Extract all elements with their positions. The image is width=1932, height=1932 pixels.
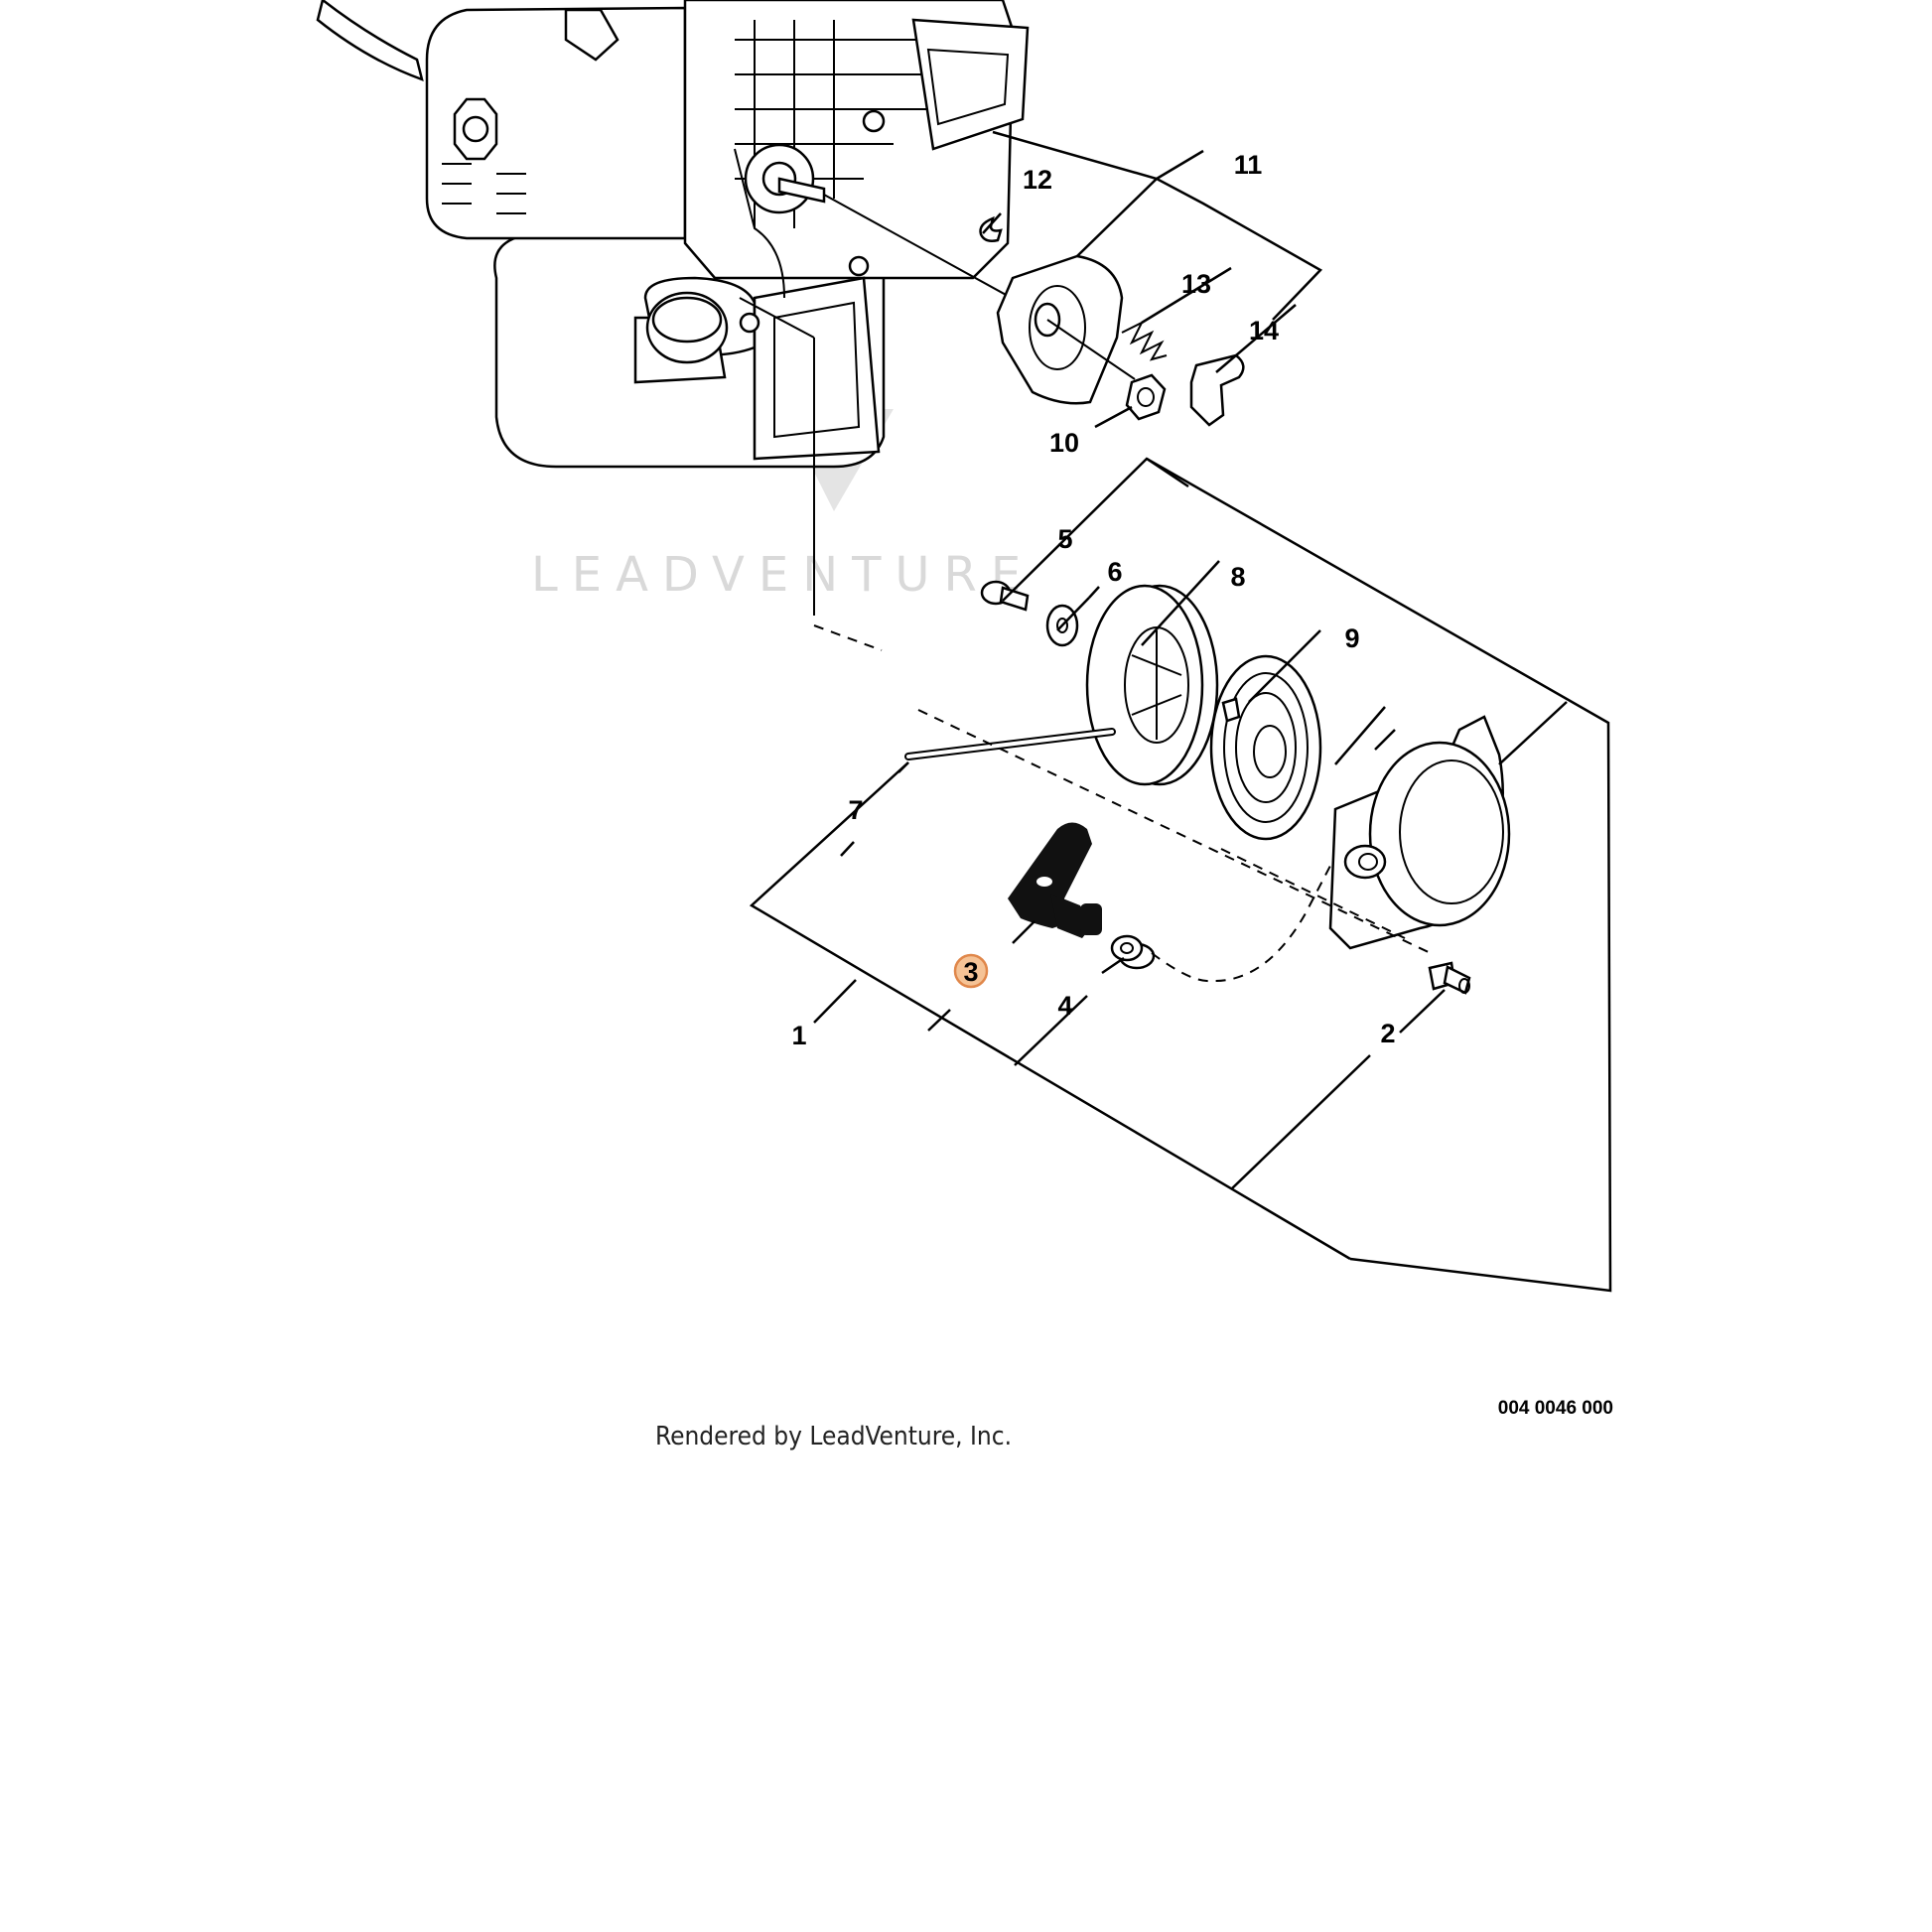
alignment-lines — [739, 297, 1436, 983]
callout-7[interactable]: 7 — [848, 795, 863, 825]
callout-5[interactable]: 5 — [1057, 524, 1072, 554]
callout-13[interactable]: 13 — [1181, 269, 1211, 299]
callout-3[interactable]: 3 — [963, 957, 978, 987]
callout-14[interactable]: 14 — [1249, 316, 1279, 345]
part-9-rewind-spring — [1209, 654, 1322, 841]
callout-12[interactable]: 12 — [1023, 165, 1052, 195]
drawing-number: 004 0046 000 — [1498, 1398, 1613, 1419]
callout-10[interactable]: 10 — [1049, 428, 1079, 458]
part-12-circlip — [979, 215, 1003, 242]
watermark-text: LEADVENTURE — [531, 547, 1035, 603]
part-3-starter-grip — [1008, 822, 1102, 938]
callout-2[interactable]: 2 — [1380, 1019, 1395, 1048]
part-13-spring — [1121, 320, 1168, 361]
callout-3-highlight[interactable]: 3 — [953, 953, 989, 989]
leader-lines — [749, 130, 1612, 1293]
callouts: 1 2 3 4 5 6 7 8 9 10 11 12 13 14 — [791, 150, 1395, 1050]
part-8-rope-rotor — [1085, 584, 1219, 786]
callout-11[interactable]: 11 — [1234, 150, 1263, 180]
part-10-nut — [1125, 373, 1167, 421]
part-5-screw — [980, 580, 1030, 612]
part-14-pawl — [1189, 353, 1245, 427]
part-11-pawl-carrier — [996, 254, 1136, 405]
part-2-fan-housing — [1328, 715, 1511, 950]
engine-illustration — [316, 0, 1030, 469]
part-4-rope-bushing — [1110, 934, 1156, 970]
part-1-screw — [1428, 961, 1471, 995]
callout-6[interactable]: 6 — [1107, 557, 1122, 587]
callout-9[interactable]: 9 — [1344, 623, 1359, 653]
credit-text: Rendered by LeadVenture, Inc. — [655, 1422, 1012, 1451]
callout-4[interactable]: 4 — [1057, 991, 1072, 1021]
callout-1[interactable]: 1 — [791, 1021, 806, 1050]
callout-8[interactable]: 8 — [1230, 562, 1245, 592]
